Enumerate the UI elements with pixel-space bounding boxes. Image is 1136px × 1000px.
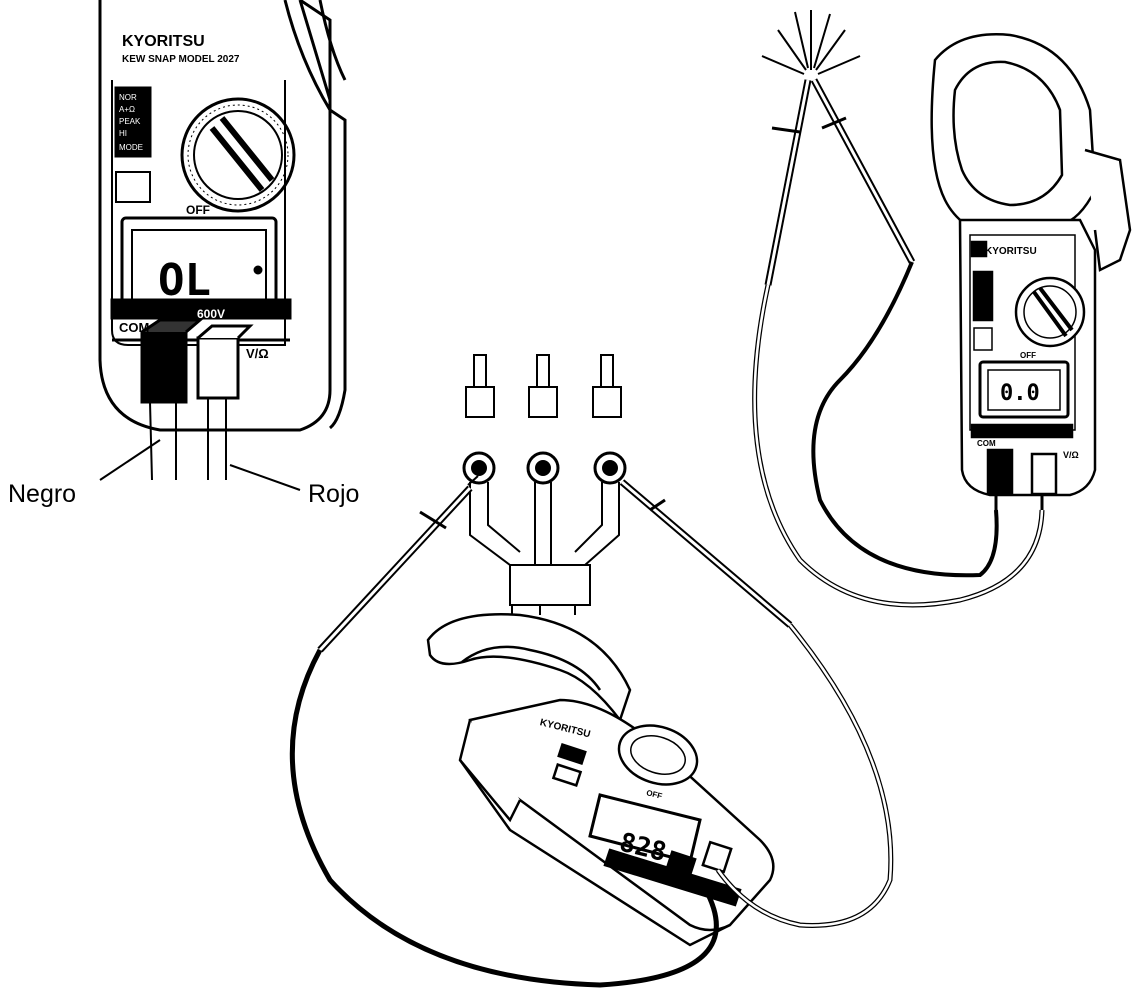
closeup-model: KEW SNAP MODEL 2027 (122, 54, 240, 65)
right-brand: KYORITSU (985, 246, 1037, 257)
spark-icon (761, 10, 861, 75)
meter-right (930, 33, 1132, 510)
closeup-key-3: HI (119, 129, 127, 138)
meter-closeup (98, 0, 347, 491)
closeup-com: COM (119, 320, 149, 335)
closeup-vo: V/Ω (246, 346, 269, 361)
closeup-key-4: MODE (119, 143, 143, 152)
label-rojo: Rojo (308, 480, 360, 508)
right-vo: V/Ω (1063, 450, 1079, 460)
motor-terminals (462, 354, 627, 615)
closeup-brand: KYORITSU (122, 33, 205, 50)
closeup-off: OFF (186, 203, 210, 217)
right-leads (752, 78, 1045, 608)
meter-center (426, 613, 775, 947)
label-negro: Negro (8, 480, 77, 508)
center-leads (289, 475, 894, 988)
closeup-key-2: PEAK (119, 117, 141, 126)
right-display: 0.0 (1000, 381, 1040, 406)
right-off: OFF (1020, 351, 1036, 360)
closeup-key-0: NOR (119, 93, 137, 102)
center-off: OFF (645, 788, 663, 801)
closeup-display: OL (158, 255, 211, 306)
closeup-key-1: A+Ω (119, 105, 135, 114)
closeup-600v: 600V (197, 307, 225, 321)
right-com: COM (977, 439, 996, 448)
